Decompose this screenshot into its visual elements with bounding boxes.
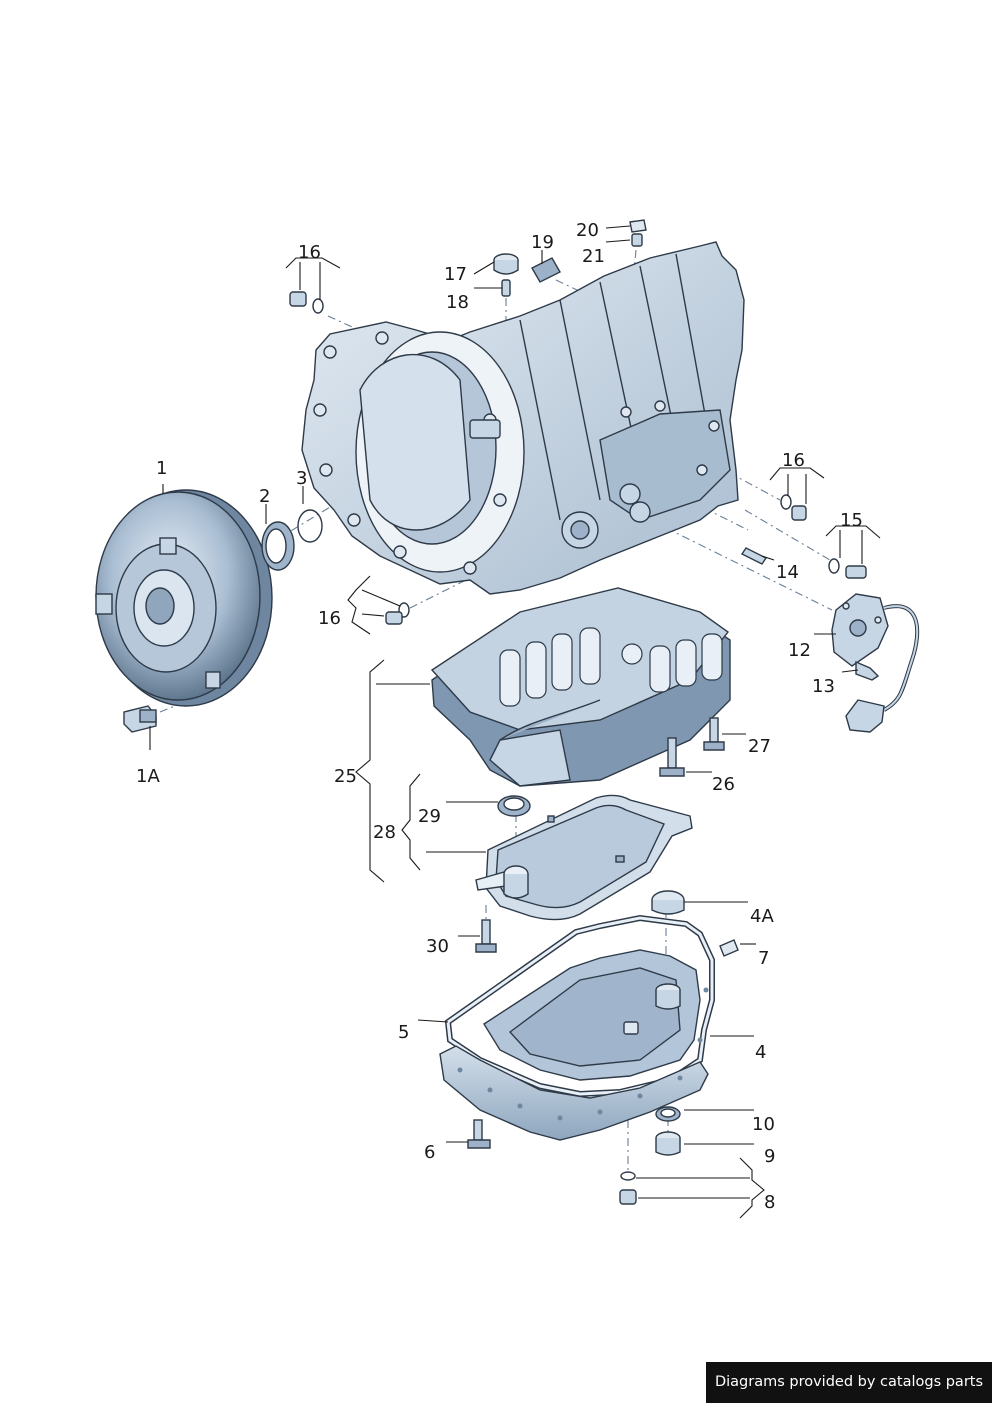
clip-7 [719,939,739,957]
seal-29 [497,795,531,817]
seal-10 [655,1106,681,1122]
drain-plug-8 [619,1171,637,1205]
pin-14 [740,547,768,565]
callout-16-right: 16 [782,450,805,471]
callout-1a: 1A [136,766,160,787]
pin-18 [501,279,511,297]
bolt-26 [659,737,685,777]
leader-lines [149,225,881,1219]
callout-10: 10 [752,1114,775,1135]
callout-28: 28 [373,822,396,843]
callout-6: 6 [424,1142,435,1163]
callout-21: 21 [582,246,605,267]
callout-26: 26 [712,774,735,795]
callout-27: 27 [748,736,771,757]
valve-body [430,587,731,787]
callout-13: 13 [812,676,835,697]
callout-4a: 4A [750,906,774,927]
callout-labels: 1 1A 2 3 16 17 18 19 20 21 16 15 14 12 1… [136,220,863,1213]
callout-8: 8 [764,1192,775,1213]
plate-19 [531,257,561,283]
bolt-30 [475,919,497,953]
plug-17 [493,253,519,275]
filler-4a [651,890,685,1010]
transmission-case [301,241,745,595]
callout-5: 5 [398,1022,409,1043]
plug-16-right [780,494,807,521]
plug-16-top [289,291,324,314]
callout-15: 15 [840,510,863,531]
bolt-1a [123,705,157,733]
bolt-13 [855,660,880,681]
breather-20-21 [629,219,647,247]
oil-pan-4 [439,949,709,1141]
plug-16-left [385,602,410,625]
sensor-12 [831,593,920,733]
credit-banner[interactable]: Diagrams provided by catalogs parts [706,1362,992,1403]
plug-15 [828,558,867,579]
callout-4: 4 [755,1042,766,1063]
callout-14: 14 [776,562,799,583]
callout-7: 7 [758,948,769,969]
callout-25: 25 [334,766,357,787]
torque-converter [95,489,273,707]
filter-28 [475,794,693,921]
o-ring-3 [297,509,323,543]
callout-12: 12 [788,640,811,661]
callout-1: 1 [156,458,167,479]
callout-30: 30 [426,936,449,957]
bolt-27 [703,717,725,751]
callout-17: 17 [444,264,467,285]
callout-3: 3 [296,468,307,489]
seal-2 [261,521,295,571]
callout-9: 9 [764,1146,775,1167]
gasket-5 [444,914,715,1098]
plug-9 [655,1131,681,1156]
callout-29: 29 [418,806,441,827]
callout-16-top: 16 [298,242,321,263]
callout-19: 19 [531,232,554,253]
callout-20: 20 [576,220,599,241]
callout-18: 18 [446,292,469,313]
bolt-6 [467,1119,491,1149]
callout-16-left: 16 [318,608,341,629]
callout-2: 2 [259,486,270,507]
